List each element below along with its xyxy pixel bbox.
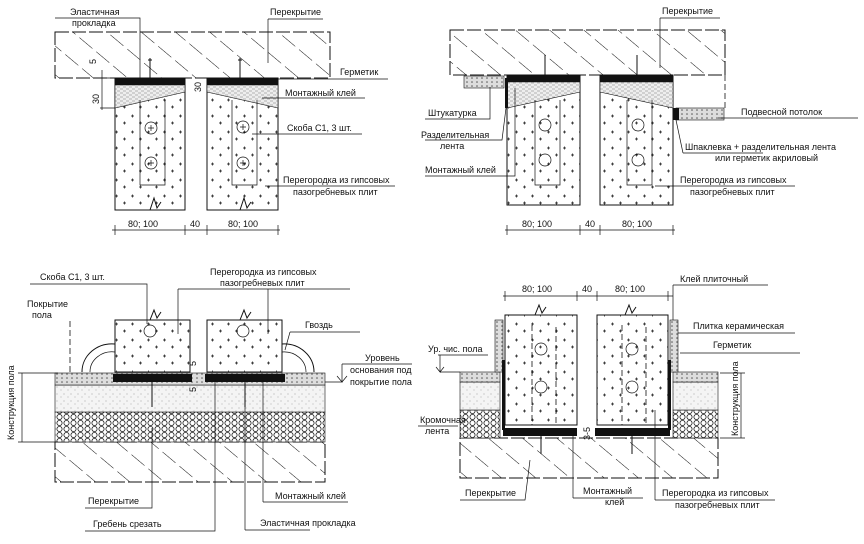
ceiling-slab [449,29,726,76]
elastic-pad [115,78,185,85]
label-floor-construction: Конструкция пола [730,361,740,436]
detail-floor-joint-tiled: 80; 100 40 80; 100 3-5 Конструкция пола … [418,274,800,510]
plaster [463,75,505,89]
suspended-ceiling [675,107,725,121]
dim-gap: 40 [582,284,592,294]
label-edge-tape: Кромочная [420,415,466,425]
label-partition: Перегородка из гипсовых [662,488,769,498]
label-partition-2: пазогребневых плит [293,187,378,197]
label-plaster: Штукатурка [428,108,477,118]
ceiling-slab [54,31,331,79]
dim-width-right: 80; 100 [615,284,645,294]
dim-width-left: 80; 100 [128,219,158,229]
label-sealant: Герметик [713,340,751,350]
label-ceramic-tile: Плитка керамическая [693,321,784,331]
dim-glue: 30 [91,94,101,104]
label-adhesive: Монтажный [583,486,632,496]
dim-width-right: 80; 100 [228,219,258,229]
dim-vertical: 3-5 [582,427,592,440]
label-floor-construction: Конструкция пола [6,365,16,440]
dim-top: 5 [88,59,98,64]
label-slab: Перекрытие [88,496,139,506]
detail-ceiling-joint-suspended: 80; 100 40 80; 100 Перекрытие Штукатурка… [421,6,858,235]
label-base-level-2: основания под [350,365,412,375]
floor-slab [54,441,326,483]
partition-block-left [504,314,578,426]
label-bracket: Скоба С1, 3 шт. [40,272,105,282]
label-slab: Перекрытие [270,7,321,17]
label-adhesive: Монтажный клей [285,88,356,98]
label-partition: Перегородка из гипсовых [210,267,317,277]
label-adhesive: Монтажный клей [275,491,346,501]
label-nail: Гвоздь [305,320,333,330]
label-separating-tape: Разделительная [421,130,489,140]
label-partition-2: пазогребневых плит [690,187,775,197]
label-edge-tape-2: лента [425,426,449,436]
label-elastic-pad-2: прокладка [72,18,116,28]
partition-block-left [114,319,191,373]
label-partition: Перегородка из гипсовых [680,175,787,185]
label-base-level-3: покрытие пола [350,377,412,387]
ceramic-tile [494,319,504,373]
label-separating-tape-2: лента [440,141,464,151]
edge-tape [502,360,505,430]
screed-layer [54,384,326,413]
floor-slab [459,437,719,479]
label-elastic-pad: Эластичная прокладка [260,518,356,528]
dim-width-right: 80; 100 [622,219,652,229]
label-bracket: Скоба С1, 3 шт. [287,123,352,133]
label-floor-covering: Покрытие [27,299,68,309]
label-sealant: Герметик [340,67,378,77]
label-elastic-pad: Эластичная [70,7,120,17]
label-tile-adhesive: Клей плиточный [680,274,748,284]
detail-floor-joint-1: Конструкция пола 5 5 Скоба С1, 3 шт. Пер… [6,267,412,532]
dim-gap: 40 [190,219,200,229]
label-suspended-ceiling: Подвесной потолок [741,107,822,117]
dim-gap-vertical: 30 [193,82,203,92]
label-floor-covering-2: пола [32,310,52,320]
label-cut-ridge: Гребень срезать [93,519,162,529]
detail-ceiling-joint-1: 80; 100 40 80; 100 5 30 30 Эластичная пр… [54,7,395,235]
label-slab: Перекрытие [662,6,713,16]
label-putty-2: или герметик акриловый [715,153,818,163]
partition-block-right [596,314,669,426]
dim-width-left: 80; 100 [522,219,552,229]
dim-gap: 40 [585,219,595,229]
label-partition: Перегородка из гипсовых [283,175,390,185]
label-partition-2: пазогребневых плит [220,278,305,288]
partition-block-right [206,319,283,373]
insulation-layer [54,411,326,443]
label-base-level: Уровень [365,353,400,363]
label-partition-2: пазогребневых плит [675,500,760,510]
label-adhesive: Монтажный клей [425,165,496,175]
elastic-pad [113,374,192,382]
label-putty: Шпаклевка + разделительная лента [685,142,836,152]
dim-width-left: 80; 100 [522,284,552,294]
label-floor-level: Ур. чис. пола [428,344,482,354]
label-adhesive-2: клей [605,497,624,507]
dim-b: 5 [188,387,198,392]
label-slab: Перекрытие [465,488,516,498]
dim-a: 5 [188,361,198,366]
